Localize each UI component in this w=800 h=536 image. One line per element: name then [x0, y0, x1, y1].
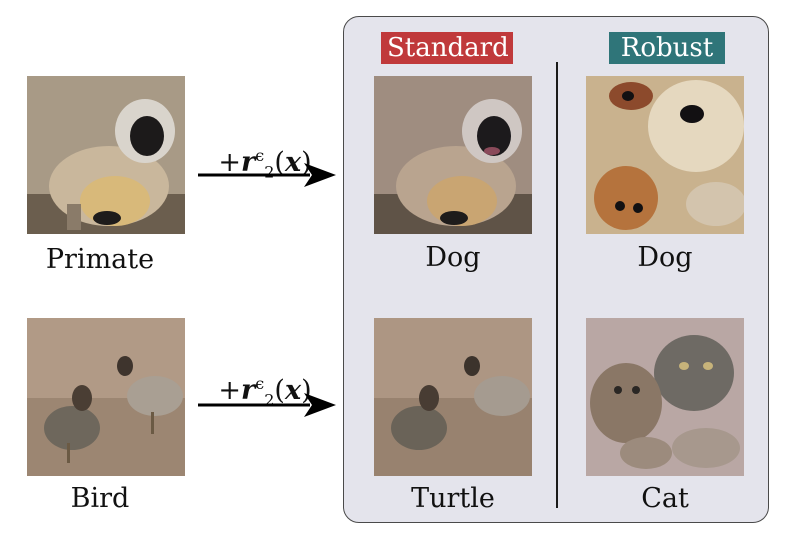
robust-cat-adversarial-image	[586, 318, 744, 476]
perturbation-operator-row2: +rϵ2(x)	[218, 374, 312, 410]
primate-source-image	[27, 76, 185, 234]
operator-r: r	[241, 147, 256, 178]
operator-epsilon: ϵ	[255, 146, 265, 165]
right-arrow-icon	[198, 393, 336, 417]
robust-model-tag: Robust	[609, 32, 725, 64]
operator-norm: 2	[264, 390, 275, 410]
right-arrow-icon	[198, 163, 336, 187]
standard-model-tag: Standard	[381, 32, 513, 64]
operator-x: x	[284, 147, 302, 178]
perturbation-operator-row1: +rϵ2(x)	[218, 146, 312, 182]
operator-epsilon: ϵ	[255, 374, 265, 393]
operator-r: r	[241, 375, 256, 406]
standard-bird-adversarial-image	[374, 318, 532, 476]
standard-primate-adversarial-image	[374, 76, 532, 234]
operator-plus: +	[218, 375, 242, 406]
bird-source-image	[27, 318, 185, 476]
robust-prediction-row2: Cat	[641, 483, 689, 514]
robust-prediction-row1: Dog	[637, 242, 693, 273]
operator-x: x	[284, 375, 302, 406]
panel-divider	[556, 62, 559, 508]
operator-norm: 2	[264, 162, 275, 182]
standard-prediction-row2: Turtle	[411, 483, 495, 514]
bird-label: Bird	[70, 483, 130, 514]
standard-prediction-row1: Dog	[425, 242, 481, 273]
operator-plus: +	[218, 147, 242, 178]
robust-dog-adversarial-image	[586, 76, 744, 234]
primate-label: Primate	[45, 244, 155, 275]
